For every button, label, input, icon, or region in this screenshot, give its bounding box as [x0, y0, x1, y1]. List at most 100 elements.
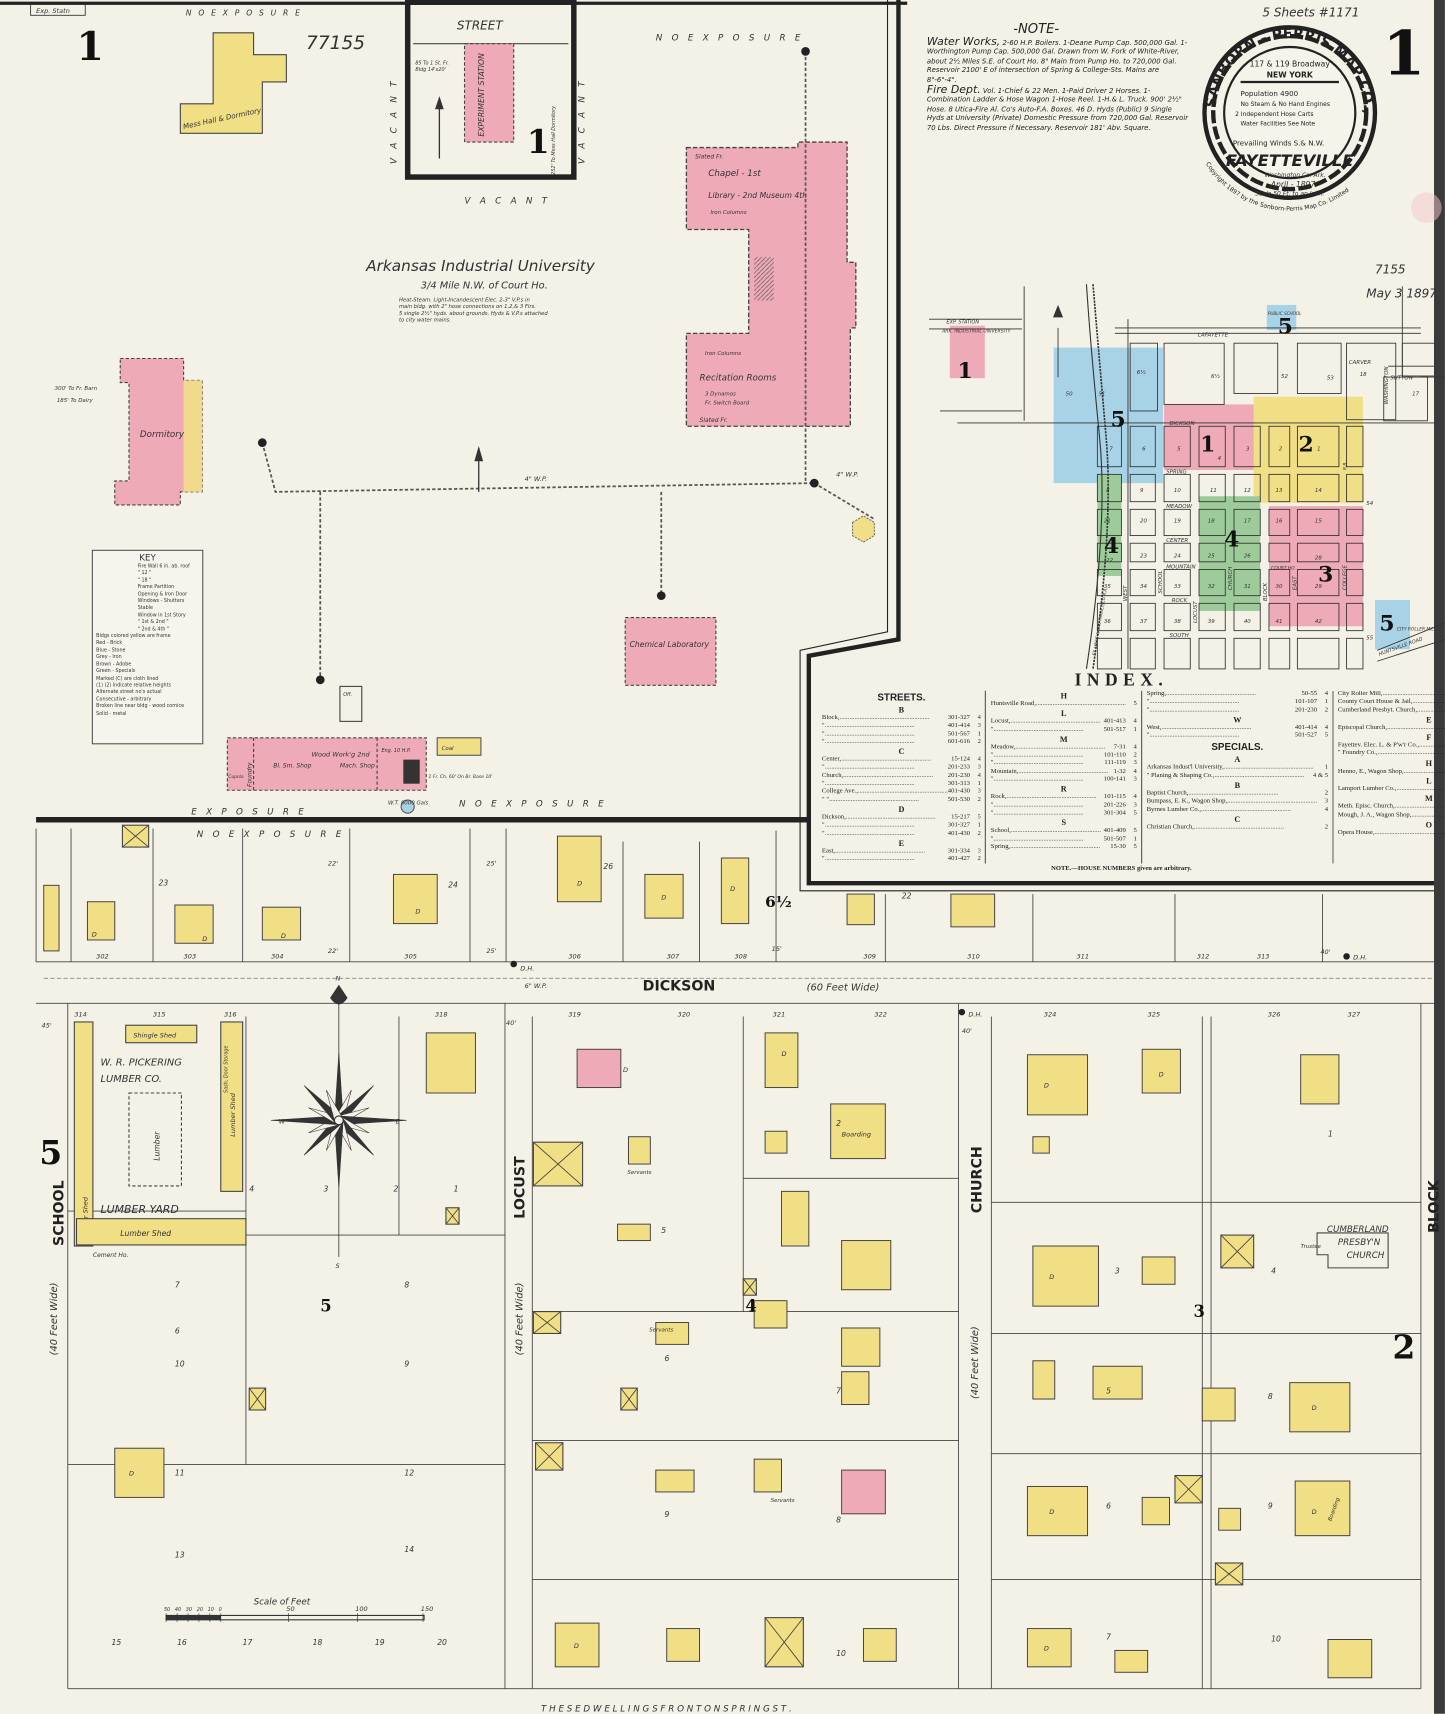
index-entry-range: 501-530: [947, 796, 971, 803]
inset-block-number: 26: [1244, 553, 1251, 559]
inset-block: [1296, 342, 1342, 394]
index-entry: Byrnes Lumber Co.,4: [1147, 806, 1328, 814]
index-entry-leader: [1010, 844, 1110, 852]
index-entry: " Foundry Co.,5: [1338, 750, 1445, 758]
coal-shed: [436, 737, 482, 756]
inset-block-number: 6: [1142, 446, 1146, 452]
index-entry-leader: [825, 780, 948, 788]
key-entry: Broken line near bldg - wood cornice: [96, 704, 185, 710]
index-letter-heading: A: [1234, 754, 1241, 765]
lumber-pile-label: Lumber: [153, 1131, 162, 1161]
lot-number: 10: [836, 1649, 846, 1658]
hydrants: [257, 46, 819, 685]
inset-sheet-number: 2: [1298, 431, 1313, 457]
index-letter-heading: C: [1234, 814, 1241, 825]
key-entry: " 12 ": [137, 570, 152, 577]
inset-block: [1268, 569, 1291, 597]
hydrant-label-church: D.H.: [968, 1010, 982, 1018]
inset-block-number: 5: [1177, 446, 1181, 452]
index-table: INDEX. STREETS.BBlock,301-3274"401-4143"…: [818, 671, 1433, 874]
index-column: Spring,50-554"101-1071"201-2302WWest,401…: [1141, 690, 1332, 864]
inset-block: [1233, 542, 1261, 563]
index-entry-name: City Roller Mill,: [1337, 690, 1383, 698]
key-entry: Consecutive - arbitrary: [96, 697, 152, 703]
index-letter-heading: H: [1425, 758, 1433, 769]
inset-block: [1268, 602, 1291, 632]
index-letter-heading: F: [1426, 732, 1432, 743]
inset-street-label: SOUTH: [1170, 633, 1189, 639]
index-entry-leader: [1161, 725, 1294, 733]
index-letter-heading: W: [1233, 714, 1242, 725]
dwelling-building: [830, 1103, 886, 1160]
index-entry: City Roller Mill,5: [1338, 691, 1445, 699]
index-entry-name: Church,: [821, 772, 844, 780]
index-entry-leader: [1214, 773, 1312, 781]
experiment-station-label: EXPERIMENT STATION: [477, 53, 486, 137]
inset-block: [1296, 508, 1340, 537]
block-street-label: BLOCK: [1426, 1179, 1442, 1233]
lumber-shed-east-label: Lumber Shed: [229, 1092, 237, 1136]
lumber-shed-east: [220, 1021, 244, 1192]
north-arrow-head: [435, 96, 444, 110]
index-entry-range: 100-141: [1103, 776, 1126, 783]
index-entry-sheet: 1: [1324, 764, 1329, 772]
inset-street-label: CENTER: [1166, 538, 1188, 544]
inset-block-number: 11: [1210, 488, 1217, 494]
inset-block: [1096, 425, 1122, 468]
university-east-boundary-inner: [799, 0, 1435, 892]
street-curbs: [67, 1003, 1422, 1690]
index-entry-name: ": [821, 780, 825, 788]
house-number: 302: [96, 953, 109, 961]
inset-block-number: 12: [1244, 488, 1251, 494]
lot-number: 2: [836, 1119, 841, 1128]
index-entry-sheet: 4: [1133, 793, 1137, 801]
vacant-label-south: V A C A N T: [465, 196, 551, 206]
index-entry: Meth. Episc. Church,4: [1338, 804, 1445, 812]
house-number: 321: [773, 1010, 786, 1018]
dickson-street-width: (60 Feet Wide): [807, 982, 880, 993]
index-entry-name: Episcopal Church,: [1337, 724, 1388, 732]
index-entry-sheet: 4: [1133, 718, 1137, 725]
index-entry-name: Center,: [821, 756, 842, 764]
water-works-text: 2-60 H.P. Boilers. 1-Deane Pump Cap. 500…: [926, 38, 1188, 85]
inset-street-label: LOCUST: [1193, 601, 1199, 623]
scale-tick-label: 30: [186, 1607, 192, 1613]
index-entry-leader: [1201, 806, 1317, 814]
index-entry-range: 301-327: [947, 714, 971, 722]
key-entry: Window in 1st Story: [137, 613, 186, 619]
boarding-label: Boarding: [842, 1131, 871, 1139]
index-entry-range: 1-32: [1113, 768, 1126, 775]
university-subtitle: 3/4 Mile N.W. of Court Ho.: [421, 281, 548, 292]
inset-block-number: 23: [1140, 553, 1147, 559]
note-title: -NOTE-: [1013, 20, 1060, 37]
house-number: 327: [1348, 1010, 1361, 1018]
index-entry-name: Spring,: [990, 843, 1011, 851]
index-entry-leader: [994, 776, 1104, 784]
index-entry: " Planing & Shaping Co.,4 & 5: [1147, 773, 1328, 781]
dwelling-building: [1092, 1365, 1143, 1400]
handwritten-date: May 3 1897: [1366, 286, 1437, 300]
dwelling-building: [617, 1223, 651, 1242]
hydrant-label-east: D.H.: [1353, 954, 1367, 962]
inset-block: [1129, 473, 1156, 503]
index-letter-heading: H: [1060, 690, 1067, 701]
scale-tick-label: 100: [355, 1605, 368, 1613]
dimension-label: 15': [772, 945, 782, 953]
foundry-label: Foundry: [246, 762, 253, 787]
index-entry-sheet: 4: [1133, 768, 1137, 775]
index-entry-sheet: 3: [977, 848, 981, 855]
inset-block: [1198, 542, 1226, 563]
water-pipe-label: 4" W.P.: [525, 475, 547, 483]
index-entry: Arkansas Indust'l University,1: [1147, 765, 1328, 773]
index-entry-name: ": [1146, 732, 1150, 740]
inset-block-number: 7: [1109, 446, 1113, 452]
inset-block: [1129, 342, 1158, 412]
index-entry-name: Henno, E., Wagon Shop,: [1337, 768, 1404, 775]
index-entry-name: ": [990, 801, 994, 809]
population-label: Population 4900: [1241, 89, 1299, 98]
dwelling-marker: D: [1312, 1404, 1317, 1412]
